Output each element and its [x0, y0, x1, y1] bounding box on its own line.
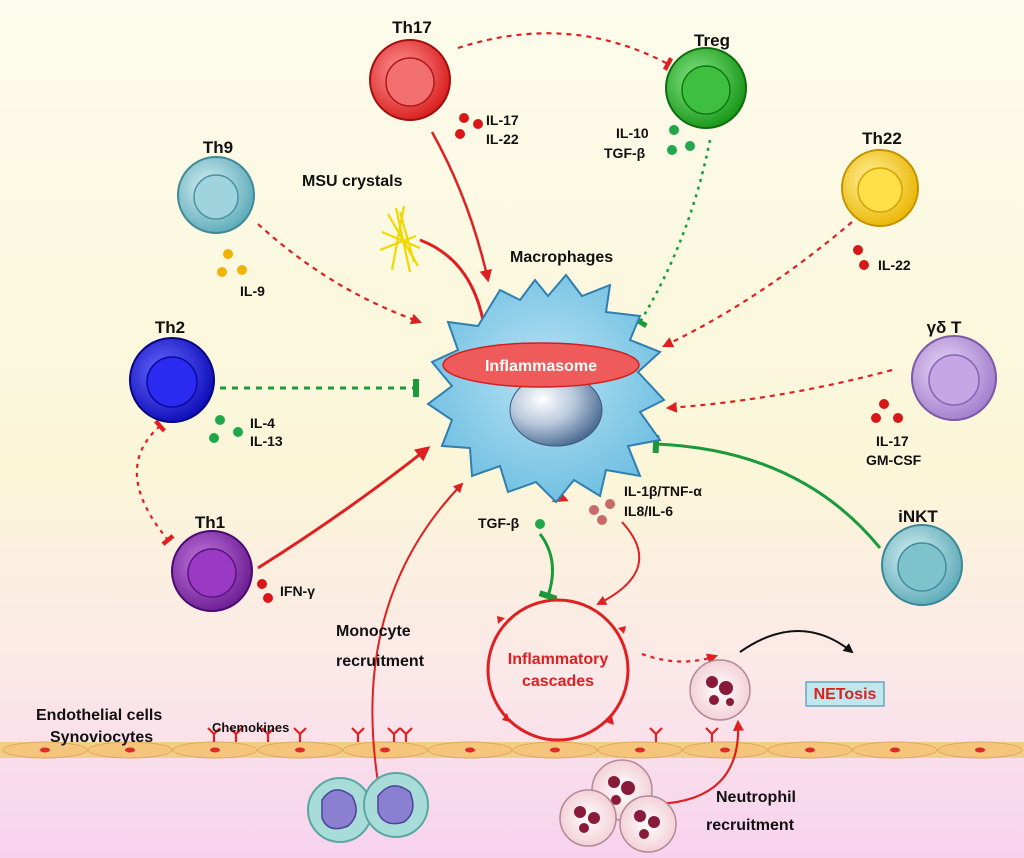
endothelial-label-line1: Endothelial cells: [36, 707, 162, 724]
netosis-badge: NETosis: [805, 681, 885, 707]
inflammasome-badge: Inflammasome: [442, 342, 640, 388]
th22-label: Th22: [862, 129, 902, 148]
th17-cell: [369, 39, 451, 121]
neutrophil-label-line1: Neutrophil: [716, 789, 796, 806]
inflammatory-cascade-circle: [486, 598, 630, 742]
cascade-label-line2: cascades: [522, 673, 594, 690]
th22-cytokine-1: IL-22: [878, 257, 911, 273]
inflammasome-label: Inflammasome: [485, 358, 597, 375]
monocyte-label-line2: recruitment: [336, 653, 425, 670]
th1-label: Th1: [195, 513, 225, 532]
svg-text:NETosis: NETosis: [814, 686, 877, 703]
macrophage-cell: [426, 273, 666, 504]
endothelial-label-line2: Synoviocytes: [50, 729, 153, 746]
treg-label: Treg: [694, 31, 730, 50]
gdt-cytokine-1: IL-17: [876, 433, 909, 449]
monocyte-label-line1: Monocyte: [336, 623, 411, 640]
th2-label: Th2: [155, 318, 185, 337]
neutrophil-label-line2: recruitment: [706, 817, 795, 834]
msu-crystals-icon: [379, 205, 421, 273]
th1-cytokine-1: IFN-γ: [280, 583, 315, 599]
th2-cell: [129, 337, 215, 423]
th2-cytokine-1: IL-4: [250, 415, 275, 431]
monocyte-cells: [307, 772, 429, 843]
th9-cell: [177, 156, 255, 234]
inkt-cell: [881, 524, 963, 606]
th17-label: Th17: [392, 18, 432, 37]
treg-cytokine-1: IL-10: [616, 125, 649, 141]
gdt-label: γδ T: [927, 318, 962, 337]
th17-cytokine-2: IL-22: [486, 131, 519, 147]
th9-cytokine-1: IL-9: [240, 283, 265, 299]
cascade-label-line1: Inflammatory: [508, 651, 609, 668]
neutrophil-cells: [559, 659, 751, 853]
th1-cell: [171, 530, 253, 612]
gdt-cytokine-2: GM-CSF: [866, 452, 922, 468]
macrophage-output-1: IL-1β/TNF-α: [624, 483, 702, 499]
gdt-cell: [911, 335, 997, 421]
treg-cytokine-2: TGF-β: [604, 145, 646, 161]
msu-crystals-label: MSU crystals: [302, 173, 403, 190]
netosis-suffix: osis: [844, 686, 876, 703]
th17-cytokine-1: IL-17: [486, 112, 519, 128]
treg-cell: [665, 47, 747, 129]
macrophage-output-2: IL8/IL-6: [624, 503, 673, 519]
netosis-prefix: NET: [814, 686, 846, 703]
th22-cell: [841, 149, 919, 227]
cytokine-dots: [209, 113, 903, 603]
inkt-label: iNKT: [898, 507, 938, 526]
macrophages-label: Macrophages: [510, 249, 613, 266]
tgf-beta-label: TGF-β: [478, 515, 520, 531]
endothelial-layer: [0, 741, 1024, 759]
th2-cytokine-2: IL-13: [250, 433, 283, 449]
th9-label: Th9: [203, 138, 233, 157]
chemokines-label: Chemokines: [212, 720, 289, 735]
chemokine-receptors: [207, 727, 719, 742]
